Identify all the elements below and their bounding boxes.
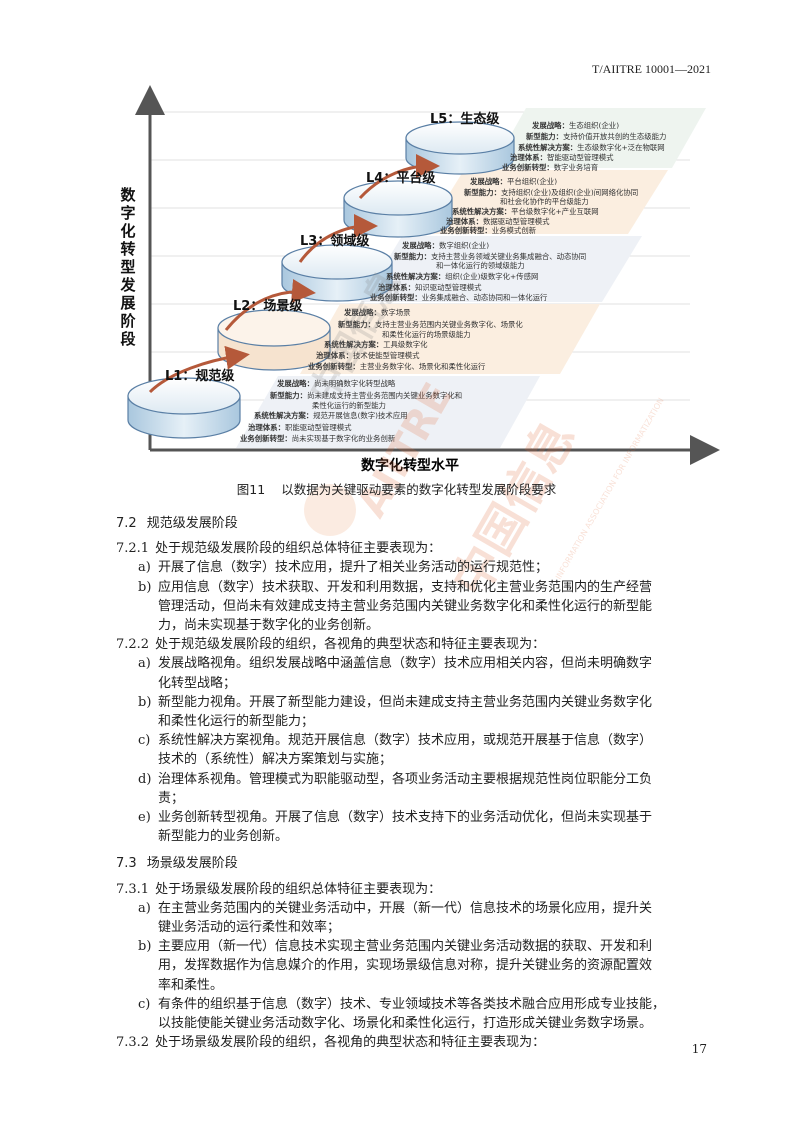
svg-text:业务创新转型：尚未实现基于数字化的业务创新: 业务创新转型：尚未实现基于数字化的业务创新 xyxy=(240,434,396,443)
svg-text:治理体系：技术使能型管理模式: 治理体系：技术使能型管理模式 xyxy=(316,351,420,360)
svg-text:新型能力：支持组织(企业)及组织(企业)间网络化协同: 新型能力：支持组织(企业)及组织(企业)间网络化协同 xyxy=(464,188,638,197)
level-name-l2: L2：场景级 xyxy=(233,298,303,314)
standard-id: T/AIITRE 10001—2021 xyxy=(592,62,711,76)
level-name-l1: L1：规范级 xyxy=(165,368,235,384)
y-label-char: 化 xyxy=(120,222,135,240)
svg-text:治理体系：智能驱动型管理模式: 治理体系：智能驱动型管理模式 xyxy=(510,153,614,162)
level-name-l5: L5：生态级 xyxy=(430,111,500,127)
list-item: d)治理体系视角。管理模式为职能驱动型，各项业务活动主要根据规范性岗位职能分工负… xyxy=(138,771,653,806)
list-item: b)主要应用（新一代）信息技术实现主营业务范围内关键业务活动数据的获取、开发和利… xyxy=(138,939,653,993)
svg-text:治理体系：知识驱动型管理模式: 治理体系：知识驱动型管理模式 xyxy=(378,283,482,292)
svg-text:业务创新转型：业务集成融合、动态协同和一体化运行: 业务创新转型：业务集成融合、动态协同和一体化运行 xyxy=(370,293,548,302)
list-item: a)发展战略视角。组织发展战略中涵盖信息（数字）技术应用相关内容，但尚未明确数字… xyxy=(138,656,653,691)
svg-text:治理体系：职能驱动型管理模式: 治理体系：职能驱动型管理模式 xyxy=(248,423,352,432)
progress-arrows xyxy=(148,154,440,394)
y-label-char: 段 xyxy=(120,330,135,348)
level-details-l1: 发展战略：尚未明确数字化转型战略 新型能力：尚未建成支持主营业务范围内关键业务数… xyxy=(240,379,462,443)
list-item: b)应用信息（数字）技术获取、开发和利用数据，支持和优化主营业务范围内的生产经营… xyxy=(138,579,653,634)
svg-text:业务创新转型：业务模式创新: 业务创新转型：业务模式创新 xyxy=(440,226,537,235)
y-label-char: 数 xyxy=(120,186,136,204)
svg-text:和社会化协作的平台级能力: 和社会化协作的平台级能力 xyxy=(500,197,589,206)
svg-text:发展战略：数字场景: 发展战略：数字场景 xyxy=(343,308,411,317)
level-details-l2: 发展战略：数字场景 新型能力：支持主营业务范围内关键业务数字化、场景化 和柔性化… xyxy=(308,308,523,371)
svg-text:发展战略：数字组织(企业): 发展战略：数字组织(企业) xyxy=(401,241,489,250)
svg-text:AIITRE: AIITRE xyxy=(349,375,462,525)
svg-text:业务创新转型：数字业务培育: 业务创新转型：数字业务培育 xyxy=(502,163,598,172)
svg-text:发展战略：生态组织(企业): 发展战略：生态组织(企业) xyxy=(531,121,619,130)
svg-text:业务创新转型：主营业务数字化、场景化和柔性化运行: 业务创新转型：主营业务数字化、场景化和柔性化运行 xyxy=(308,362,486,371)
list-item: b)新型能力视角。开展了新型能力建设，但尚未建成支持主营业务范围内关键业务数字化… xyxy=(138,694,653,730)
level-details-l4: 发展战略：平台组织(企业) 新型能力：支持组织(企业)及组织(企业)间网络化协同… xyxy=(440,177,638,235)
x-axis-label: 数字化转型水平 xyxy=(361,457,459,474)
level-name-l3: L3：领域级 xyxy=(300,233,370,249)
svg-text:发展战略：尚未明确数字化转型战略: 发展战略：尚未明确数字化转型战略 xyxy=(276,379,396,388)
svg-text:发展战略：平台组织(企业): 发展战略：平台组织(企业) xyxy=(469,177,557,186)
level-names: L1：规范级 L2：场景级 L3：领域级 L4：平台级 L5：生态级 xyxy=(165,111,500,384)
svg-text:新型能力：尚未建成支持主营业务范围内关键业务数字化和: 新型能力：尚未建成支持主营业务范围内关键业务数字化和 xyxy=(270,391,462,400)
page-number: 17 xyxy=(691,1042,707,1056)
list-item: a)开展了信息（数字）技术应用，提升了相关业务活动的运行规范性； xyxy=(138,560,549,576)
svg-text:系统性解决方案：平台级数字化+产业互联网: 系统性解决方案：平台级数字化+产业互联网 xyxy=(452,207,599,216)
level-details-l3: 发展战略：数字组织(企业) 新型能力：支持主营业务领域关键业务集成融合、动态协同… xyxy=(370,241,586,302)
svg-text:系统性解决方案：工具级数字化: 系统性解决方案：工具级数字化 xyxy=(324,340,428,349)
figure-label: 图11 xyxy=(236,482,266,497)
list-item: e)业务创新转型视角。开展了信息（数字）技术支持下的业务活动优化，但尚未实现基于… xyxy=(138,810,653,845)
y-label-char: 型 xyxy=(120,258,135,276)
y-axis-label: 数 字 化 转 型 发 展 阶 段 xyxy=(119,186,136,348)
svg-text:柔性化运行的新型能力: 柔性化运行的新型能力 xyxy=(312,401,386,410)
svg-text:治理体系：数据驱动型管理模式: 治理体系：数据驱动型管理模式 xyxy=(446,217,550,226)
stage-diagram: 数 字 化 转 型 发 展 阶 段 数字化转型水平 xyxy=(119,85,720,474)
svg-text:系统性解决方案：组织(企业)级数字化+传感网: 系统性解决方案：组织(企业)级数字化+传感网 xyxy=(386,272,538,281)
y-label-char: 展 xyxy=(120,294,135,312)
svg-text:新型能力：支持主营业务领域关键业务集成融合、动态协同: 新型能力：支持主营业务领域关键业务集成融合、动态协同 xyxy=(394,252,586,261)
y-label-char: 发 xyxy=(119,276,136,294)
svg-text:和柔性化运行的场景级能力: 和柔性化运行的场景级能力 xyxy=(382,330,471,339)
svg-text:新型能力：支持价值开放共创的生态级能力: 新型能力：支持价值开放共创的生态级能力 xyxy=(526,132,666,141)
svg-text:新型能力：支持主营业务范围内关键业务数字化、场景化: 新型能力：支持主营业务范围内关键业务数字化、场景化 xyxy=(338,320,523,329)
svg-text:系统性解决方案：生态级数字化+泛在物联网: 系统性解决方案：生态级数字化+泛在物联网 xyxy=(518,143,665,152)
figure-title: 以数据为关键驱动要素的数字化转型发展阶段要求 xyxy=(281,482,557,497)
y-label-char: 阶 xyxy=(120,312,136,330)
panels xyxy=(236,108,706,448)
y-label-char: 字 xyxy=(120,204,135,222)
svg-text:系统性解决方案：规范开展信息(数字)技术应用: 系统性解决方案：规范开展信息(数字)技术应用 xyxy=(254,411,408,420)
y-label-char: 转 xyxy=(120,240,135,258)
level-name-l4: L4：平台级 xyxy=(366,170,436,186)
list-item: c)系统性解决方案视角。规范开展信息（数字）技术应用，或规范开展基于信息（数字）… xyxy=(138,733,653,768)
figure-caption: 图11 以数据为关键驱动要素的数字化转型发展阶段要求 xyxy=(0,479,793,498)
list-item: c)有条件的组织基于信息（数字）技术、专业领域技术等各类技术融合应用形成专业技能… xyxy=(138,996,666,1032)
list-item: a)在主营业务范围内的关键业务活动中，开展（新一代）信息技术的场景化应用，提升关… xyxy=(138,900,653,936)
svg-text:和一体化运行的领域级能力: 和一体化运行的领域级能力 xyxy=(436,261,525,270)
level-details-l5: 发展战略：生态组织(企业) 新型能力：支持价值开放共创的生态级能力 系统性解决方… xyxy=(502,121,666,172)
